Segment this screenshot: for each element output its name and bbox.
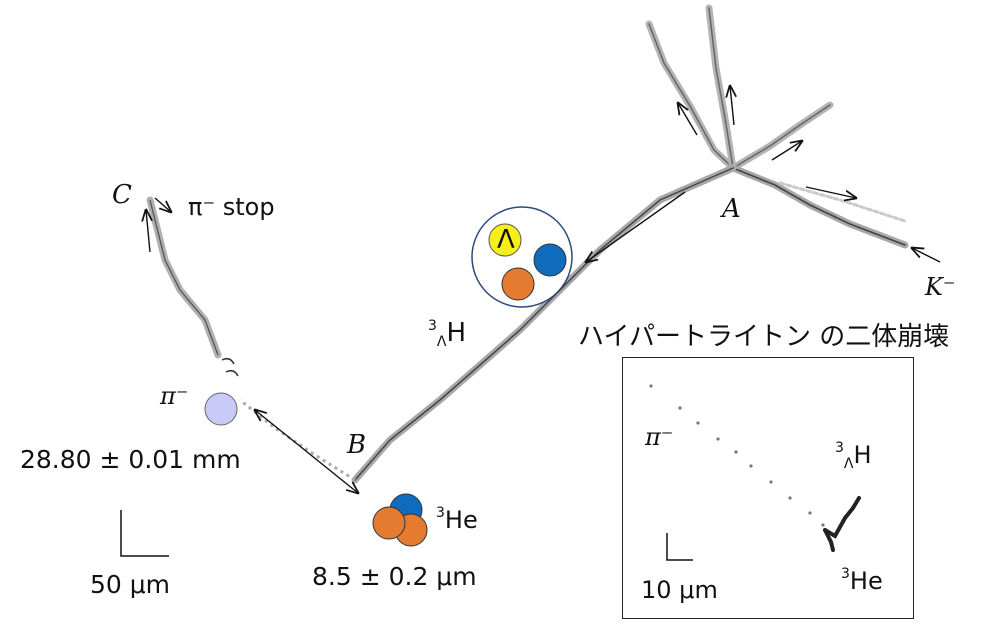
kaon-track: [729, 164, 909, 249]
inset-tracks: [649, 384, 861, 561]
hypertriton-label: 3ΛH: [428, 318, 467, 350]
direction-arrows: [146, 86, 941, 493]
helium3-label: 3He: [436, 505, 478, 534]
kaon-label: K⁻: [925, 273, 956, 301]
helium3-nucleus-diagram: [372, 493, 428, 547]
he3-range-label: 8.5 ± 0.2 μm: [312, 562, 477, 591]
pion-label: π⁻: [160, 382, 189, 410]
lambda-symbol: Λ: [497, 225, 515, 255]
pion-particle: [204, 392, 238, 426]
track-faint-right: [778, 181, 907, 223]
scale-main-label: 50 μm: [90, 570, 171, 599]
neutron-orange: [501, 267, 535, 301]
diagram-title: ハイパートライトン の二体崩壊: [578, 322, 950, 352]
inset-hypertriton-label: 3ΛH: [835, 440, 872, 472]
scale-bar-main: [120, 510, 169, 557]
proton-blue: [533, 243, 567, 277]
inset-panel: π⁻ 3ΛH 3He 10 μm: [622, 357, 914, 619]
pion-stop-label: π⁻ stop: [188, 193, 275, 221]
hypertriton-nucleus-diagram: [471, 206, 573, 308]
tracks-vertex-a: [351, 4, 909, 484]
inset-hypertriton-track: [823, 496, 861, 539]
inset-scale-label: 10 μm: [641, 576, 718, 604]
inset-helium3-label: 3He: [841, 566, 883, 595]
pion-range-label: 28.80 ± 0.01 mm: [20, 445, 241, 474]
inset-scale-bar: [666, 533, 693, 561]
inset-he3-track: [823, 528, 835, 552]
vertex-b-label: B: [347, 430, 367, 460]
lambda-particle: [488, 223, 522, 257]
vertex-a-label: A: [722, 194, 741, 224]
inset-pion-label: π⁻: [645, 423, 674, 451]
pion-track: [146, 196, 356, 482]
track-break-mark: [221, 357, 239, 377]
vertex-c-label: C: [112, 180, 132, 210]
